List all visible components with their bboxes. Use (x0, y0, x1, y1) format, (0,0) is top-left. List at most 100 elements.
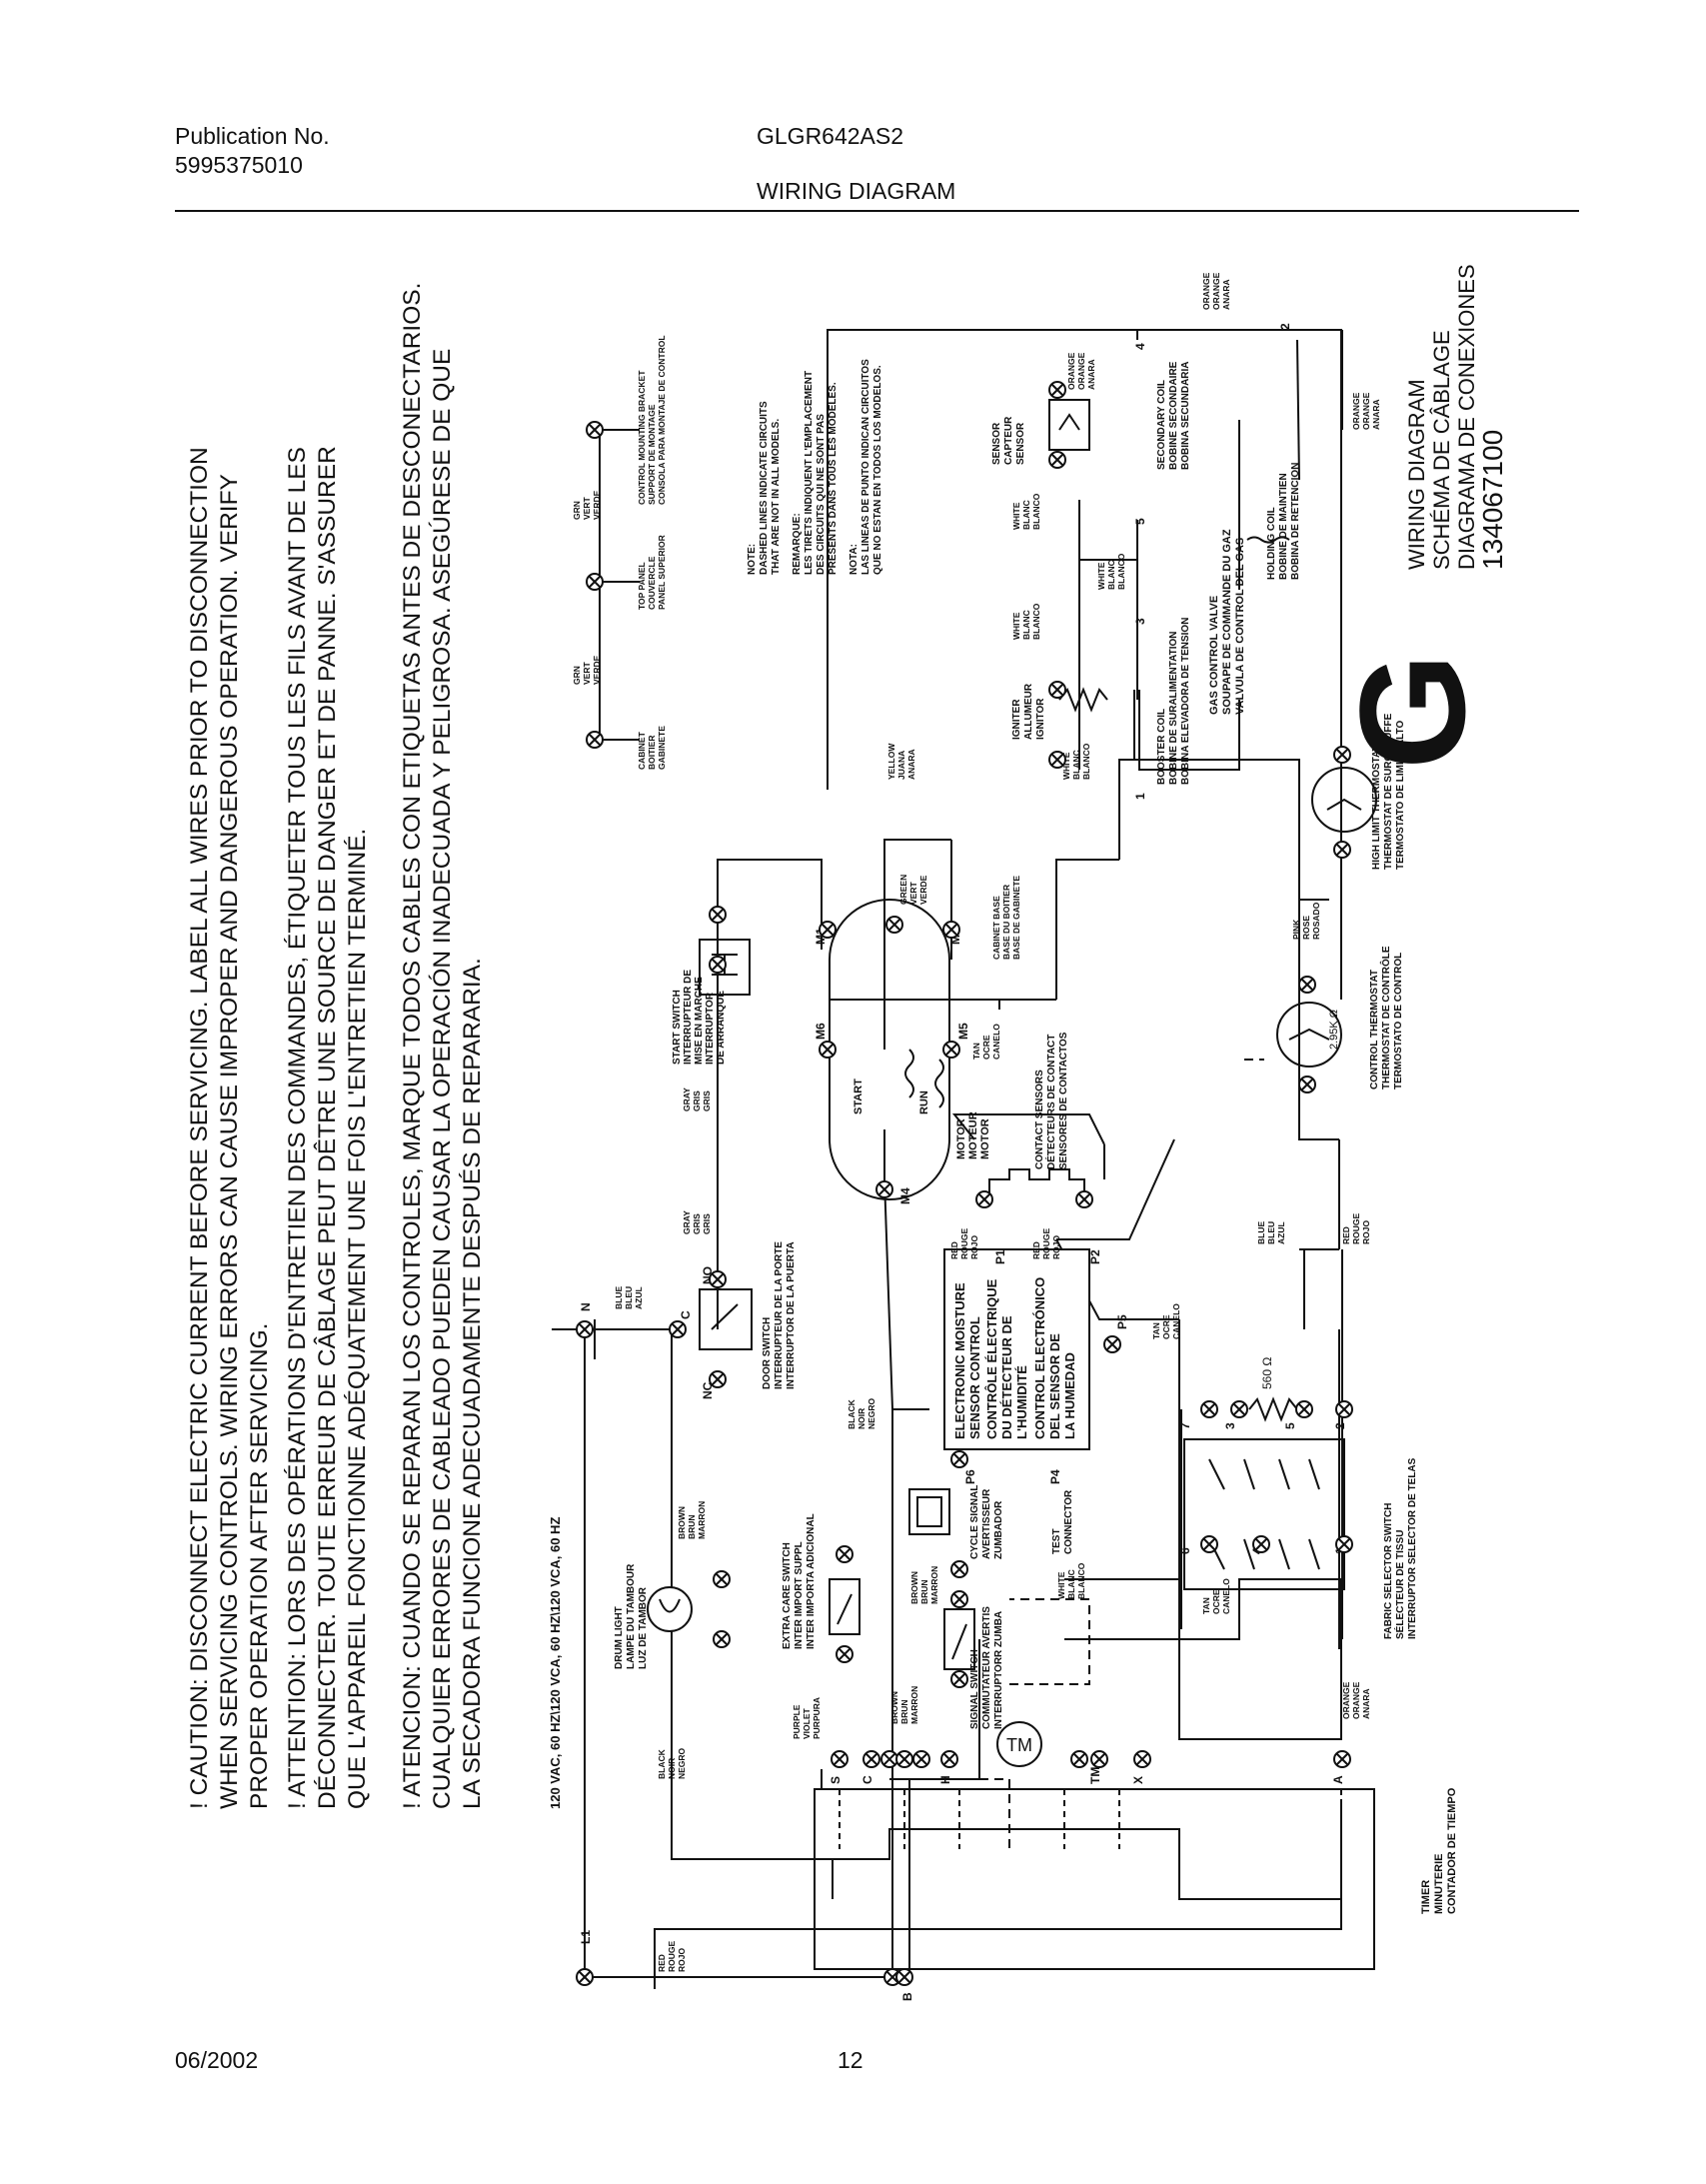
fabric-terminal-5: 5 (1283, 1422, 1297, 1429)
wire-green-3: VERDE (918, 875, 928, 905)
wire-red-2: ROUGE (667, 1941, 677, 1973)
signal-switch-label-fr: COMMUTATEUR AVERTIS (981, 1606, 992, 1729)
cycle-signal-label-en: CYCLE SIGNAL (969, 1485, 980, 1559)
cabinet-ground-label-fr: BOITIER (647, 736, 657, 770)
wire-brown-m2-1: BROWN (909, 1571, 919, 1604)
extra-care-label-es: INTER IMPORTA ADICIONAL (806, 1513, 817, 1649)
ems-label-2: SENSOR CONTROL (967, 1316, 982, 1439)
wire-white-ig2-1: WHITE (1011, 612, 1021, 640)
resistor-560: 560 Ω (1248, 1357, 1298, 1422)
note-line-4: REMARQUE: (792, 513, 803, 575)
warning-es-line-3: LA SECADORA FUNCIONE ADECUADAMENTE DESPU… (459, 958, 486, 1809)
flame-sensor: SENSOR CAPTEUR SENSOR (991, 399, 1090, 465)
high-limit-label-en: HIGH LIMIT THERMOSTAT (1371, 745, 1382, 870)
cabinet-ground-label-es: GABINETE (657, 726, 667, 770)
wire-orange-r-1: ORANGE (1351, 392, 1361, 430)
note-line-5: LES TIRETS INDIQUENT L'EMPLACEMENT (804, 371, 815, 575)
note-line-6: DES CIRCUITS QUI NE SONT PAS (816, 414, 827, 575)
electronic-moisture-sensor-control: ELECTRONIC MOISTURE SENSOR CONTROL CONTR… (943, 1248, 1090, 1450)
warning-fr-line-1: ! ATTENTION: LORS DES OPÉRATIONS D'ENTRE… (284, 447, 311, 1809)
wire-gray1-2: GRIS (692, 1213, 702, 1234)
start-switch-label-3: MISE EN MARCHE (694, 977, 705, 1065)
wire-purple-2: VIOLET (802, 1707, 812, 1739)
wire-red-r-1: RED (1341, 1226, 1351, 1244)
wire-brown-m-2: BRUN (899, 1699, 909, 1724)
fabric-selector-switch: FABRIC SELECTOR SWITCH SÉLECTEUR DE TISS… (1183, 1438, 1418, 1639)
ems-label-1: ELECTRONIC MOISTURE (952, 1282, 967, 1439)
wire-white-gv-2: BLANC (1106, 560, 1116, 590)
ems-terminal-p5: P5 (1115, 1314, 1129, 1329)
wire-white-ig2-2: BLANC (1021, 610, 1031, 640)
valve-terminal-4: 4 (1133, 343, 1147, 350)
wire-brown-l-1: BROWN (677, 1506, 687, 1539)
drum-light-label-fr: LAMPE DU TAMBOUR (626, 1563, 637, 1669)
drum-light-label-es: LUZ DE TAMBOR (638, 1586, 649, 1669)
gas-valve-label-es: VALVULA DE CONTROL DEL GAS (1234, 538, 1246, 715)
timer-label-es: CONTADOR DE TIEMPO (1446, 1787, 1458, 1914)
start-switch-label-4: INTERRUPTOR (705, 992, 716, 1065)
top-panel-ground-label-es: PANEL SUPERIOR (657, 535, 667, 610)
wire-green-2: VERT (908, 882, 918, 905)
wire-purple-1: PURPLE (792, 1704, 802, 1739)
gas-control-valve: BOOSTER COIL BOBINE DE SURALIMENTATION B… (1156, 361, 1301, 785)
top-panel-ground-label-fr: COUVERCLE (647, 556, 657, 610)
cabinet-base-label-fr: BASE DU BOITIER (1001, 885, 1011, 960)
top-panel-ground-label-en: TOP PANEL (637, 562, 647, 610)
fabric-selector-label-en: FABRIC SELECTOR SWITCH (1383, 1503, 1394, 1639)
gas-valve-label-en: GAS CONTROL VALVE (1208, 596, 1220, 715)
terminal-x: X (1131, 1776, 1145, 1784)
test-connector-label-1: TEST (1051, 1528, 1062, 1554)
terminal-l1: L1 (579, 1930, 593, 1944)
terminal-s: S (829, 1776, 843, 1784)
motor-terminal-m5: M5 (956, 1023, 970, 1040)
cabinet-ground-label-en: CABINET (637, 731, 647, 770)
wire-grn1-3: VERDE (592, 655, 602, 685)
wire-blue-r-2: BLEU (1266, 1221, 1276, 1244)
control-thermostat: 2.95K Ω CONTROL THERMOSTAT THERMOSTAT DE… (1276, 946, 1404, 1090)
contact-sensors-label-fr: DÉTECTEURS DE CONTACT (1044, 1035, 1057, 1169)
terminal-c: C (860, 1775, 874, 1784)
supply-voltage-label: 120 VAC, 60 HZ\120 VCA, 60 HZ\120 VCA, 6… (548, 1517, 563, 1809)
wire-white-ig-2: BLANC (1071, 750, 1081, 780)
wire-blue-top-3: AZUL (634, 1286, 644, 1309)
igniter-label-es: IGNITOR (1035, 698, 1046, 740)
wire-brown-m2-2: BRUN (919, 1579, 929, 1604)
dashed-wires (964, 1059, 1264, 1849)
wire-tan-m5-3: CANELO (991, 1024, 1001, 1060)
model-number: GLGR642AS2 (757, 123, 904, 149)
wire-blue-top-2: BLEU (624, 1286, 634, 1309)
ems-label-7: DEL SENSOR DE (1047, 1333, 1062, 1439)
warning-es-line-1: ! ATENCION: CUANDO SE REPARAN LOS CONTRO… (399, 283, 426, 1809)
booster-coil-label-fr: BOBINE DE SURALIMENTATION (1168, 631, 1179, 785)
stamp-line-2: SCHÉMA DE CÂBLAGE (1429, 330, 1454, 570)
motor-label-es: MOTOR (979, 1118, 991, 1159)
terminal-b: B (900, 1992, 914, 2001)
wire-white-gv-1: WHITE (1096, 562, 1106, 590)
secondary-coil-label-fr: BOBINE SECONDAIRE (1168, 361, 1179, 470)
footer-page-number: 12 (838, 2047, 863, 2073)
high-limit-label-fr: THERMOSTAT DE SURCHAUFFE (1383, 713, 1394, 870)
wire-white-m-3: BLANCO (1076, 1562, 1086, 1599)
sensor-label-es: SENSOR (1015, 422, 1026, 465)
door-terminal-nc: NC (701, 1381, 715, 1399)
warning-en-line-3: PROPER OPERATION AFTER SERVICING. (246, 1323, 273, 1809)
resistor-560-label: 560 Ω (1260, 1357, 1274, 1389)
wire-tan-p5-1: TAN (1151, 1322, 1161, 1339)
igniter-label-en: IGNITER (1011, 699, 1022, 740)
timer-motor-label: TM (1006, 1735, 1032, 1755)
wire-red-r-3: ROJO (1361, 1220, 1371, 1244)
wire-orange-s-2: ORANGE (1076, 352, 1086, 390)
wire-gray1-3: GRIS (702, 1213, 712, 1234)
wire-white-ig-3: BLANCO (1081, 743, 1091, 780)
wire-black-l-1: BLACK (657, 1748, 667, 1779)
wire-red-p2-1: RED (1031, 1241, 1041, 1259)
cycle-signal: CYCLE SIGNAL AVERTISSEUR ZUMBADOR (908, 1485, 1004, 1559)
stamp-letter: G (1328, 653, 1496, 770)
gas-valve-label-fr: SOUPAPE DE COMMANDE DU GAZ (1221, 529, 1233, 715)
note-line-3: THAT ARE NOT IN ALL MODELS. (771, 419, 782, 575)
wire-black-l-3: NEGRO (677, 1747, 687, 1779)
wire-gray2-2: GRIS (692, 1091, 702, 1111)
timer-label-fr: MINUTERIE (1433, 1854, 1445, 1915)
wire-yellow-2: JUANA (896, 751, 906, 780)
